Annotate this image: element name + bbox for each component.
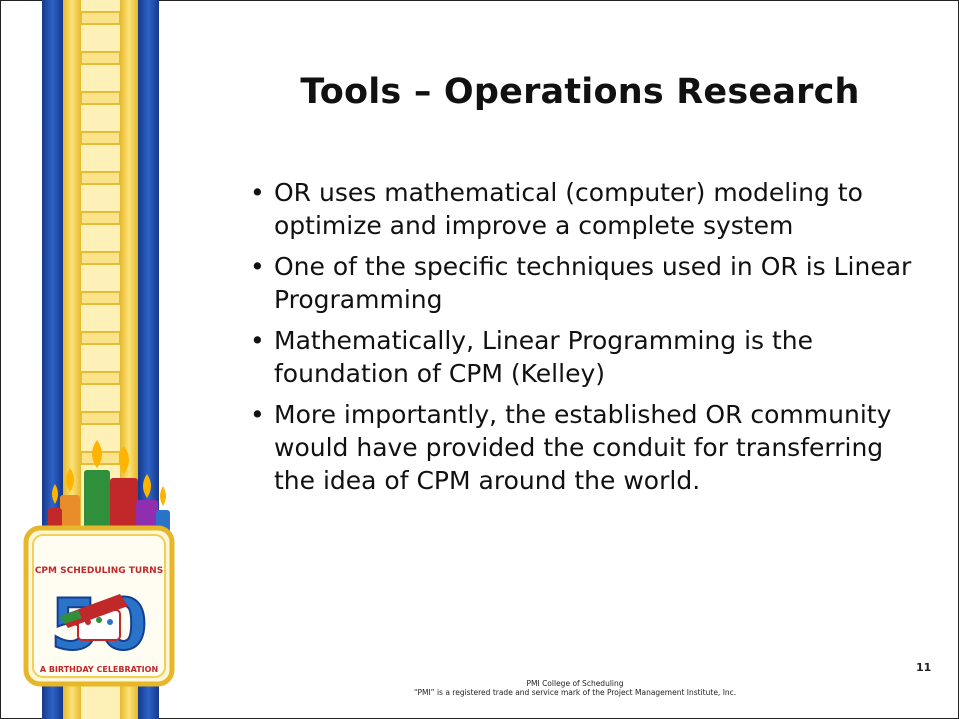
- bullet-list: • OR uses mathematical (computer) modelin…: [250, 176, 920, 505]
- bullet-text: More importantly, the established OR com…: [274, 400, 892, 495]
- bullet-item: • OR uses mathematical (computer) modelin…: [250, 176, 920, 242]
- bullet-dot: •: [250, 326, 265, 355]
- slide-footer: PMI College of Scheduling “PMI” is a reg…: [380, 679, 770, 697]
- ladder-rungs: [80, 11, 121, 465]
- footer-line-2: “PMI” is a registered trade and service …: [413, 688, 737, 697]
- decorative-ladder-strip: CPM SCHEDULING TURNS 50 A BIRTHDAY CELEB…: [23, 0, 175, 719]
- slide-title: Tools – Operations Research: [300, 72, 860, 112]
- anniversary-badge: CPM SCHEDULING TURNS 50 A BIRTHDAY CELEB…: [23, 525, 175, 687]
- bullet-text: Mathematically, Linear Programming is th…: [274, 326, 814, 388]
- badge-number: 50: [50, 584, 147, 666]
- bullet-dot: •: [250, 400, 265, 429]
- bullet-item: • Mathematically, Linear Programming is t…: [250, 324, 920, 390]
- bullet-item: • More importantly, the established OR co…: [250, 398, 920, 497]
- bullet-text: One of the specific techniques used in O…: [274, 252, 912, 314]
- badge-top-text: CPM SCHEDULING TURNS: [35, 566, 163, 576]
- bullet-dot: •: [250, 252, 265, 281]
- page-number: 11: [916, 661, 932, 674]
- badge-bottom-text: A BIRTHDAY CELEBRATION: [40, 665, 158, 674]
- bullet-item: • One of the specific techniques used in …: [250, 250, 920, 316]
- footer-line-1: PMI College of Scheduling: [526, 679, 624, 688]
- bullet-dot: •: [250, 178, 265, 207]
- bullet-text: OR uses mathematical (computer) modeling…: [274, 178, 863, 240]
